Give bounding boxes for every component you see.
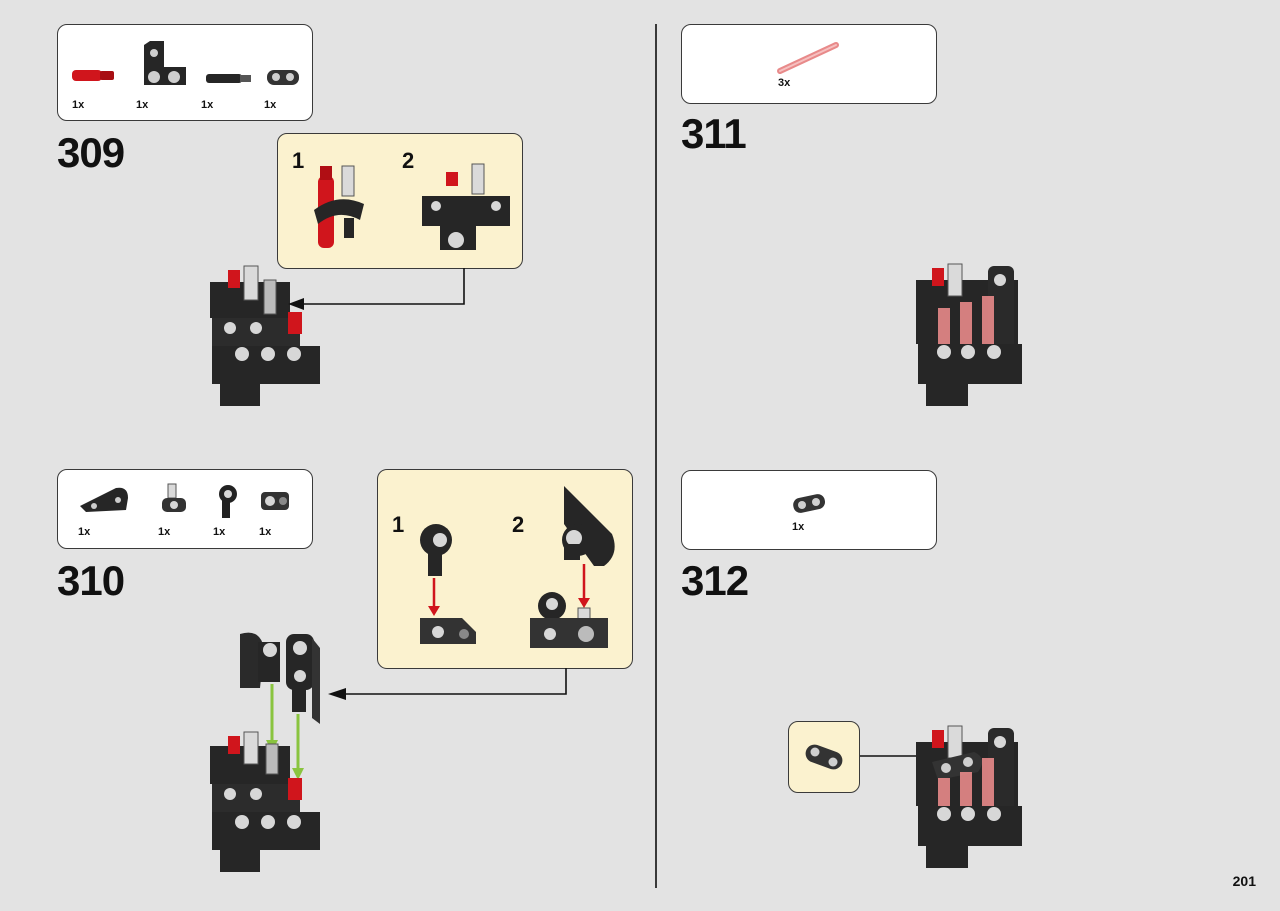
parts-list-312: 1x	[681, 470, 937, 550]
sub-assembly-callout-309: 1 2	[277, 133, 523, 269]
sub-assembly-callout-312	[788, 721, 860, 793]
triangle-beam-assembly-icon	[422, 163, 510, 250]
substep-number: 1	[392, 512, 405, 537]
parts-list-310: 1x 1x 1x 1x	[57, 469, 313, 549]
red-axle-pin-icon	[72, 70, 114, 81]
sub-assembly-callout-310: 1 2	[377, 469, 633, 669]
part-qty: 1x	[264, 99, 277, 111]
half-beam-icon	[805, 744, 843, 770]
part-qty: 1x	[201, 99, 214, 111]
pin-assembly-icon	[314, 165, 364, 248]
part-qty: 1x	[213, 526, 226, 538]
part-qty: 1x	[136, 99, 149, 111]
part-qty: 1x	[259, 526, 272, 538]
substep-number: 2	[512, 512, 525, 537]
assembly-311	[916, 263, 1022, 406]
trans-red-axle-icon	[777, 42, 839, 74]
assembly-309	[210, 265, 320, 406]
callout-arrow-310	[328, 668, 567, 700]
pin-block-icon	[261, 492, 289, 510]
panel-assembly-icon	[530, 486, 615, 648]
assembly-310	[210, 632, 320, 872]
part-qty: 1x	[158, 526, 171, 538]
part-qty: 1x	[78, 526, 91, 538]
half-beam-icon	[793, 494, 826, 513]
page-divider	[655, 24, 657, 888]
part-qty: 1x	[72, 99, 85, 111]
step-number-310: 310	[57, 557, 125, 604]
parts-list-309: 1x 1x 1x 1x	[57, 24, 313, 121]
substep-number: 1	[292, 148, 305, 173]
triangle-beam-icon	[144, 41, 186, 85]
step-number-312: 312	[681, 557, 749, 604]
part-qty: 1x	[792, 521, 805, 533]
callout-arrow-309	[288, 268, 465, 310]
angle-connector-icon	[219, 485, 237, 518]
substep-number: 2	[402, 148, 415, 173]
assembly-312	[916, 725, 1022, 868]
parts-list-311: 3x	[681, 24, 937, 104]
part-qty: 3x	[778, 77, 791, 89]
step-number-311: 311	[681, 110, 747, 157]
black-pin-axle-icon	[206, 74, 251, 83]
step-number-309: 309	[57, 129, 125, 176]
axle-connector-icon	[162, 483, 186, 512]
angle-connector-assembly-icon	[420, 524, 476, 644]
panel-icon	[80, 487, 128, 512]
page-number: 201	[1232, 873, 1256, 889]
half-beam-icon	[267, 70, 299, 85]
